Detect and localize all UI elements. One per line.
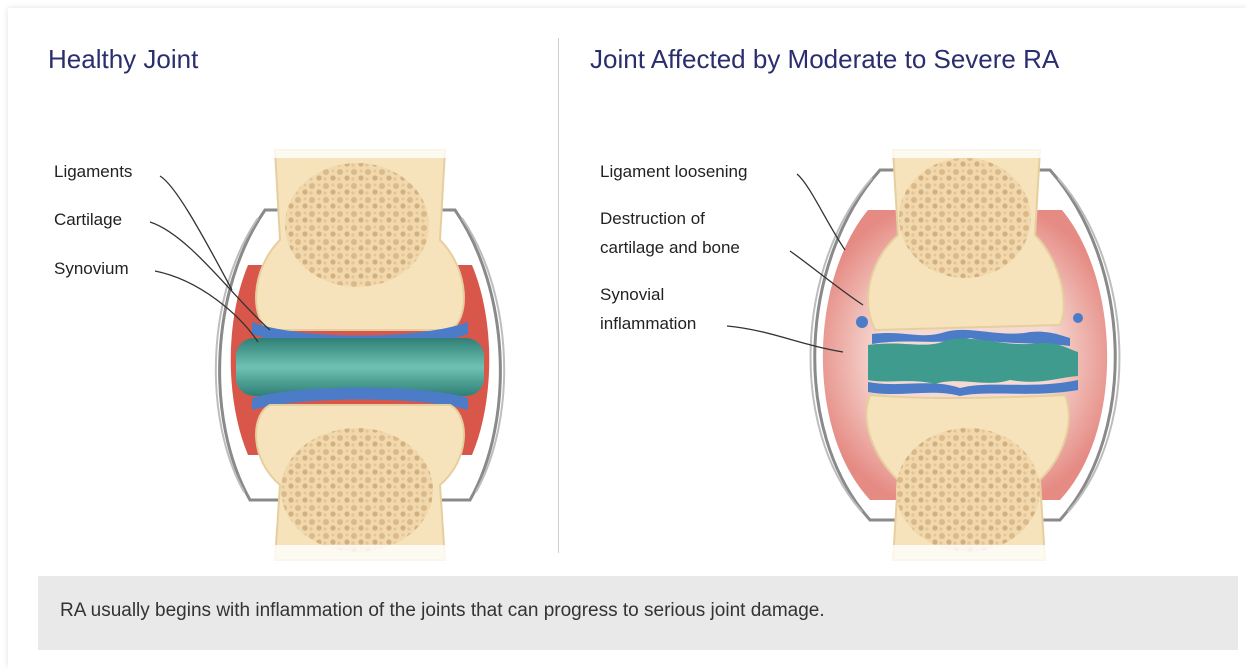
- label-synovial-line2: inflammation: [600, 310, 696, 338]
- caption-text: RA usually begins with inflammation of t…: [60, 600, 825, 622]
- ra-joint-diagram: [727, 140, 1119, 568]
- label-synovium: Synovium: [54, 255, 129, 283]
- healthy-synovial-fluid: [236, 338, 484, 396]
- healthy-joint-diagram: [150, 140, 504, 568]
- label-ligament-loosening: Ligament loosening: [600, 158, 747, 186]
- label-destruction-line2: cartilage and bone: [600, 234, 740, 262]
- label-cartilage: Cartilage: [54, 206, 122, 234]
- label-destruction-line1: Destruction of: [600, 205, 705, 233]
- caption-bar: RA usually begins with inflammation of t…: [38, 576, 1238, 650]
- ra-synovial-fluid: [868, 338, 1078, 384]
- label-ligaments: Ligaments: [54, 158, 132, 186]
- label-synovial-line1: Synovial: [600, 281, 664, 309]
